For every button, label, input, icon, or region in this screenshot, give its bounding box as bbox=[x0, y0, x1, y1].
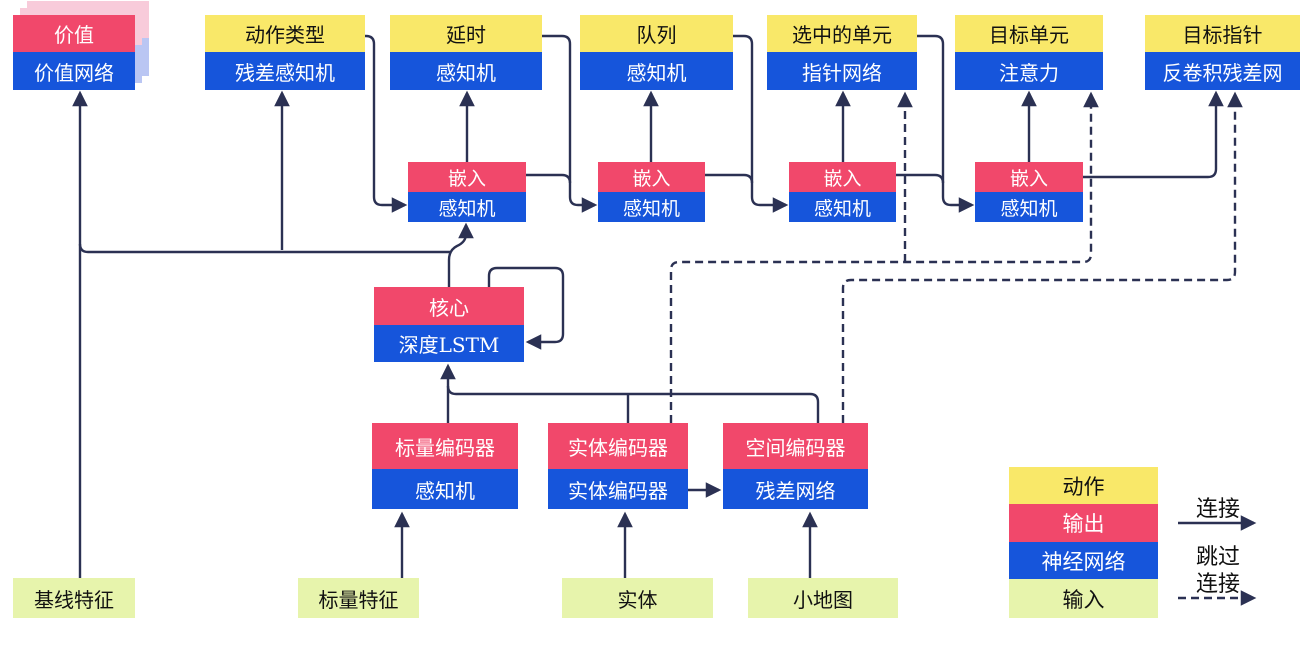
node-target-unit: 目标单元 注意力 bbox=[955, 15, 1103, 90]
entity-encoder-network-label: 实体编码器 bbox=[548, 469, 688, 509]
embedding-network-label: 感知机 bbox=[789, 192, 896, 222]
node-core: 核心 深度LSTM bbox=[374, 287, 524, 362]
embedding-network-label: 感知机 bbox=[598, 192, 705, 222]
node-queue: 队列 感知机 bbox=[580, 15, 733, 90]
delay-label: 延时 bbox=[390, 15, 542, 52]
target-point-label: 目标指针 bbox=[1145, 15, 1300, 52]
target-unit-label: 目标单元 bbox=[955, 15, 1103, 52]
legend-action-swatch: 动作 bbox=[1009, 467, 1158, 504]
input-scalar-features: 标量特征 bbox=[298, 578, 419, 618]
target-point-network-label: 反卷积残差网 bbox=[1145, 52, 1300, 90]
input-minimap: 小地图 bbox=[748, 578, 898, 618]
embedding-network-label: 感知机 bbox=[408, 192, 526, 222]
embedding-label: 嵌入 bbox=[975, 162, 1083, 192]
scalar-encoder-label: 标量编码器 bbox=[372, 423, 518, 469]
node-spatial-encoder: 空间编码器 残差网络 bbox=[723, 423, 868, 509]
core-label: 核心 bbox=[374, 287, 524, 325]
embedding-network-label: 感知机 bbox=[975, 192, 1083, 222]
delay-network-label: 感知机 bbox=[390, 52, 542, 90]
node-embedding-1: 嵌入 感知机 bbox=[408, 162, 526, 222]
skip-connections bbox=[669, 91, 1257, 606]
input-entities: 实体 bbox=[562, 578, 713, 618]
legend-skip-label-line2: 连接 bbox=[1195, 572, 1240, 597]
action-type-network-label: 残差感知机 bbox=[205, 52, 365, 90]
solid-connections bbox=[72, 34, 1257, 578]
embedding-label: 嵌入 bbox=[789, 162, 896, 192]
queue-network-label: 感知机 bbox=[580, 52, 733, 90]
node-scalar-encoder: 标量编码器 感知机 bbox=[372, 423, 518, 509]
value-network-label: 价值网络 bbox=[13, 52, 135, 90]
scalar-encoder-network-label: 感知机 bbox=[372, 469, 518, 509]
action-type-label: 动作类型 bbox=[205, 15, 365, 52]
embedding-label: 嵌入 bbox=[408, 162, 526, 192]
node-selected-units: 选中的单元 指针网络 bbox=[767, 15, 917, 90]
node-entity-encoder: 实体编码器 实体编码器 bbox=[548, 423, 688, 509]
input-baseline-features: 基线特征 bbox=[13, 578, 135, 618]
legend-input-swatch: 输入 bbox=[1009, 579, 1158, 618]
spatial-encoder-network-label: 残差网络 bbox=[723, 469, 868, 509]
entity-encoder-label: 实体编码器 bbox=[548, 423, 688, 469]
queue-label: 队列 bbox=[580, 15, 733, 52]
spatial-encoder-label: 空间编码器 bbox=[723, 423, 868, 469]
node-embedding-3: 嵌入 感知机 bbox=[789, 162, 896, 222]
legend-skip-label-line1: 跳过 bbox=[1195, 545, 1240, 570]
target-unit-network-label: 注意力 bbox=[955, 52, 1103, 90]
node-action-type: 动作类型 残差感知机 bbox=[205, 15, 365, 90]
selected-units-network-label: 指针网络 bbox=[767, 52, 917, 90]
selected-units-label: 选中的单元 bbox=[767, 15, 917, 52]
value-output-label: 价值 bbox=[13, 15, 135, 52]
core-network-label: 深度LSTM bbox=[374, 325, 524, 362]
legend-connection-label: 连接 bbox=[1195, 497, 1240, 522]
node-embedding-2: 嵌入 感知机 bbox=[598, 162, 705, 222]
node-delay: 延时 感知机 bbox=[390, 15, 542, 90]
legend-network-swatch: 神经网络 bbox=[1009, 542, 1158, 579]
node-target-point: 目标指针 反卷积残差网 bbox=[1145, 15, 1300, 90]
legend-output-swatch: 输出 bbox=[1009, 504, 1158, 542]
node-value: 价值 价值网络 bbox=[13, 15, 135, 90]
node-embedding-4: 嵌入 感知机 bbox=[975, 162, 1083, 222]
embedding-label: 嵌入 bbox=[598, 162, 705, 192]
